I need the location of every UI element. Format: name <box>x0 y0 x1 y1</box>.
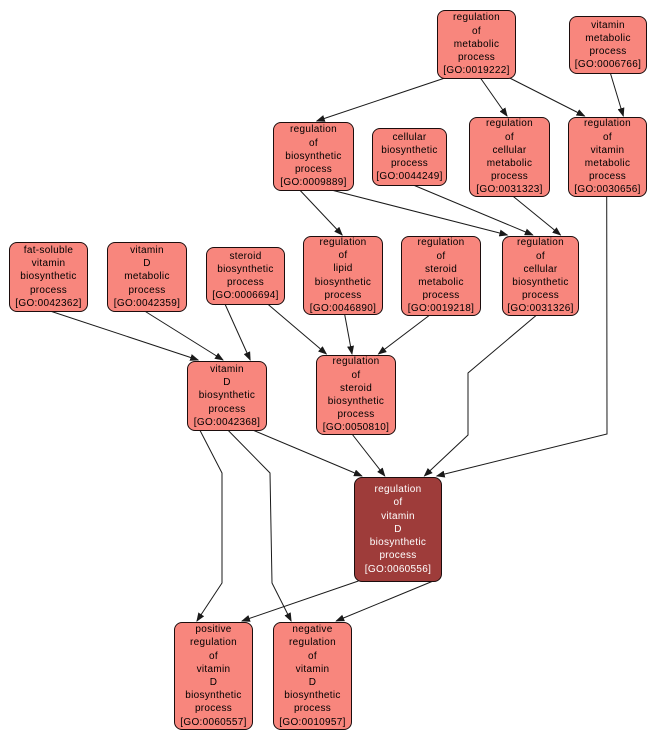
go-term-label: fat-soluble vitamin biosynthetic process… <box>15 244 82 309</box>
go-node-0019222[interactable]: regulation of metabolic process [GO:0019… <box>437 10 516 79</box>
edge-GO-0060556-to-GO-0010957 <box>335 580 434 622</box>
go-node-0019218[interactable]: regulation of steroid metabolic process … <box>401 236 481 316</box>
go-node-0006694[interactable]: steroid biosynthetic process [GO:0006694… <box>206 247 285 305</box>
edge-GO-0060556-to-GO-0060557 <box>240 580 359 622</box>
edge-GO-0042368-to-GO-0010957 <box>227 429 292 622</box>
go-term-label: regulation of vitamin D biosynthetic pro… <box>364 484 432 575</box>
edge-GO-0042368-to-GO-0060556 <box>252 429 363 477</box>
edge-GO-0019222-to-GO-0031323 <box>480 77 508 117</box>
go-node-0044249[interactable]: cellular biosynthetic process [GO:004424… <box>372 128 447 186</box>
go-term-label: vitamin D biosynthetic process [GO:00423… <box>193 363 261 428</box>
go-node-0006766[interactable]: vitamin metabolic process [GO:0006766] <box>569 16 647 74</box>
go-node-0042359[interactable]: vitamin D metabolic process [GO:0042359] <box>107 242 187 312</box>
edge-GO-0042359-to-GO-0042368 <box>144 310 224 361</box>
edge-GO-0006766-to-GO-0030656 <box>609 72 625 117</box>
go-node-0060557[interactable]: positive regulation of vitamin D biosynt… <box>174 622 253 730</box>
go-term-label: regulation of cellular metabolic process… <box>476 118 543 196</box>
edge-GO-0031326-to-GO-0060556 <box>423 314 537 477</box>
go-node-0042368[interactable]: vitamin D biosynthetic process [GO:00423… <box>187 361 267 431</box>
go-term-label: regulation of vitamin metabolic process … <box>574 118 641 196</box>
edge-GO-0031323-to-GO-0031326 <box>512 195 562 236</box>
go-node-0010957[interactable]: negative regulation of vitamin D biosynt… <box>273 622 352 730</box>
go-term-label: regulation of lipid biosynthetic process… <box>309 236 377 314</box>
edge-GO-0042362-to-GO-0042368 <box>49 310 200 361</box>
go-node-0030656[interactable]: regulation of vitamin metabolic process … <box>568 117 647 197</box>
go-term-label: cellular biosynthetic process [GO:004424… <box>376 131 443 183</box>
edge-GO-0009889-to-GO-0046890 <box>299 189 343 236</box>
go-node-0009889[interactable]: regulation of biosynthetic process [GO:0… <box>273 122 354 191</box>
go-term-label: regulation of steroid biosynthetic proce… <box>322 356 390 434</box>
go-term-label: regulation of metabolic process [GO:0019… <box>443 12 510 77</box>
go-node-0046890[interactable]: regulation of lipid biosynthetic process… <box>303 236 383 315</box>
go-term-label: negative regulation of vitamin D biosynt… <box>279 624 346 728</box>
go-term-label: steroid biosynthetic process [GO:0006694… <box>212 250 279 302</box>
go-term-label: regulation of steroid metabolic process … <box>407 237 475 315</box>
edge-GO-0046890-to-GO-0050810 <box>344 313 354 355</box>
go-node-0031326[interactable]: regulation of cellular biosynthetic proc… <box>502 236 579 316</box>
go-term-label: regulation of cellular biosynthetic proc… <box>507 237 574 315</box>
go-term-label: vitamin metabolic process [GO:0006766] <box>574 19 642 71</box>
edge-GO-0019222-to-GO-0009889 <box>315 77 446 122</box>
go-term-label: positive regulation of vitamin D biosynt… <box>180 624 247 728</box>
go-node-0042362[interactable]: fat-soluble vitamin biosynthetic process… <box>9 242 88 312</box>
go-node-0050810[interactable]: regulation of steroid biosynthetic proce… <box>316 355 396 435</box>
go-node-0060556-selected[interactable]: regulation of vitamin D biosynthetic pro… <box>354 477 442 582</box>
edge-GO-0042368-to-GO-0060557 <box>196 429 223 622</box>
edge-GO-0006694-to-GO-0042368 <box>224 303 251 361</box>
edge-GO-0050810-to-GO-0060556 <box>351 433 386 477</box>
edge-GO-0019218-to-GO-0050810 <box>377 314 431 355</box>
go-term-label: regulation of biosynthetic process [GO:0… <box>280 124 347 189</box>
edge-GO-0019222-to-GO-0030656 <box>509 77 586 117</box>
go-term-label: vitamin D metabolic process [GO:0042359] <box>113 244 181 309</box>
go-node-0031323[interactable]: regulation of cellular metabolic process… <box>469 117 550 197</box>
